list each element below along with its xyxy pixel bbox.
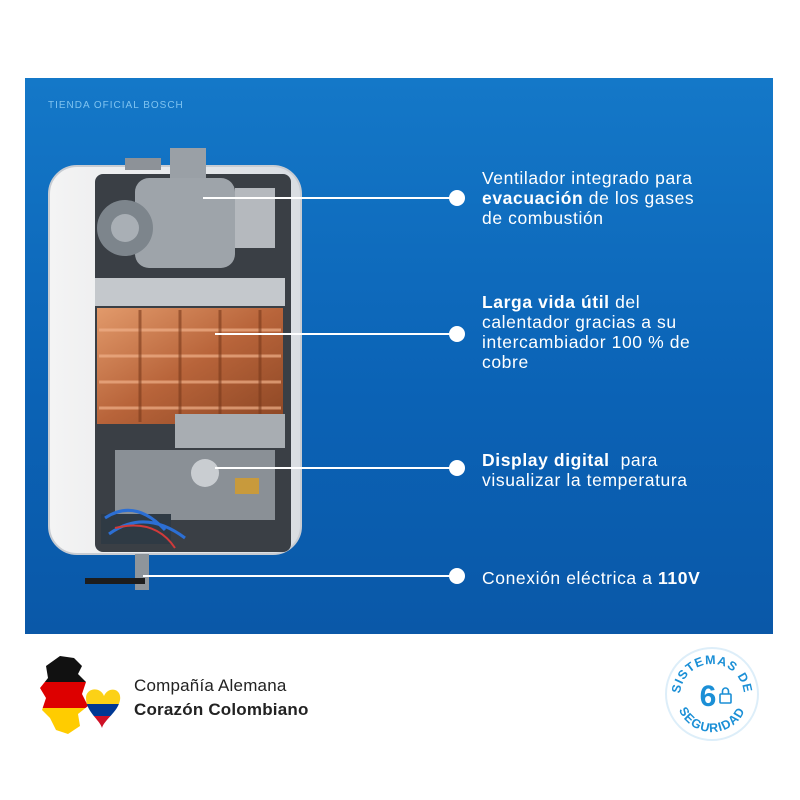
feature-exchanger-line4: cobre	[482, 352, 529, 372]
germany-colombia-logo	[40, 656, 121, 734]
flue-pipe	[170, 148, 206, 178]
wires-red	[114, 524, 176, 549]
callout-dot-4	[449, 568, 465, 584]
copper-exchanger	[97, 308, 283, 424]
callout-dot-2	[449, 326, 465, 342]
feature-fan-line1: Ventilador integrado para	[482, 168, 693, 188]
badge-number: 6	[700, 680, 717, 713]
feature-exchanger-rest: del	[609, 292, 641, 312]
feature-electric-bold: 110V	[658, 568, 701, 588]
wires	[104, 508, 186, 540]
feature-exchanger-line1: Larga vida útil del	[482, 292, 690, 312]
feature-electric-line1: Conexión eléctrica a 110V	[482, 568, 700, 588]
safety-systems-badge: SISTEMAS DE SEGURIDAD 6	[665, 647, 759, 741]
feature-display-bold: Display digital	[482, 450, 610, 470]
exchanger-top	[95, 278, 285, 306]
fan-motor-cap	[111, 214, 139, 242]
feature-display-line2: visualizar la temperatura	[482, 470, 688, 490]
fan-housing	[135, 178, 235, 268]
feature-fan-line2: evacuación de los gases	[482, 188, 694, 208]
power-cable	[85, 578, 145, 584]
lock-icon	[719, 687, 732, 704]
feature-exchanger-bold: Larga vida útil	[482, 292, 610, 312]
store-label: TIENDA OFICIAL BOSCH	[48, 100, 184, 111]
brass-fitting	[235, 478, 259, 494]
feature-electric-text: Conexión eléctrica a	[482, 568, 659, 588]
copper-dividers	[138, 310, 262, 422]
valve-knob	[191, 459, 219, 487]
feature-electric: Conexión eléctrica a 110V	[482, 568, 700, 588]
feature-exchanger: Larga vida útil del calentador gracias a…	[482, 292, 690, 372]
feature-display-line1: Display digital para	[482, 450, 688, 470]
feature-exchanger-line2: calentador gracias a su	[482, 312, 677, 332]
callout-dot-1	[449, 190, 465, 206]
feature-display: Display digital para visualizar la tempe…	[482, 450, 688, 490]
copper-tubes	[99, 328, 281, 410]
callout-dot-3	[449, 460, 465, 476]
bottom-pipe	[135, 554, 149, 590]
product-banner: TIENDA OFICIAL BOSCH	[25, 78, 773, 634]
feature-fan-rest: de los gases	[583, 188, 695, 208]
feature-fan: Ventilador integrado para evacuación de …	[482, 168, 694, 228]
brand-tagline-2: Corazón Colombiano	[134, 700, 309, 719]
flue-bracket	[125, 158, 161, 170]
control-box	[175, 414, 285, 448]
feature-exchanger-line3: intercambiador 100 % de	[482, 332, 691, 352]
feature-fan-bold: evacuación	[482, 188, 584, 208]
brand-tagline-1: Compañía Alemana	[134, 676, 287, 695]
water-heater-illustration	[48, 148, 465, 590]
feature-fan-line3: de combustión	[482, 208, 604, 228]
feature-display-rest: para	[609, 450, 658, 470]
circuit-board	[101, 514, 171, 544]
